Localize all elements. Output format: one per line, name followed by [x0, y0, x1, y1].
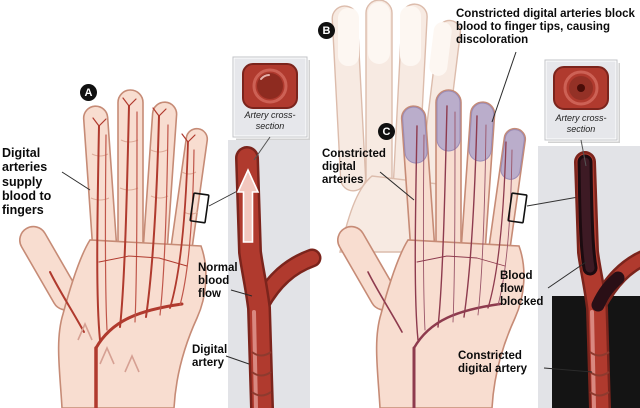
- left-inset-caption: Artery cross-section: [244, 110, 296, 132]
- label-constricted-digital-arteries: Constricted digital arteries: [322, 148, 386, 187]
- right-artery-detail: [574, 151, 640, 408]
- right-inset-cross-section: [543, 58, 620, 167]
- left-artery-detail: [235, 146, 322, 408]
- right-inset-caption: Artery cross-section: [555, 113, 607, 135]
- label-normal-blood-flow: Normal blood flow: [198, 262, 238, 301]
- left-hand-illustration: [19, 89, 248, 408]
- label-constricted-headline: Constricted digital arteries block blood…: [456, 8, 635, 47]
- right-hand-arteries: [367, 105, 513, 408]
- label-constricted-digital-artery: Constricted digital artery: [458, 350, 528, 376]
- right-hand-illustration: [337, 89, 585, 408]
- discolored-finger-tips: [402, 90, 525, 180]
- label-digital-arteries-supply: Digital arteries supply blood to fingers: [2, 146, 52, 217]
- left-inset-cross-section: [231, 55, 310, 161]
- label-blood-flow-blocked: Blood flow blocked: [500, 270, 544, 309]
- finger-creases: [90, 139, 199, 215]
- blood-flow-arrow: [236, 168, 260, 243]
- magnified-region-marker: [189, 192, 210, 224]
- blocked-junction: [591, 271, 625, 312]
- badge-a: A: [80, 84, 97, 101]
- left-hand-arteries: [49, 97, 196, 408]
- label-digital-artery: Digital artery: [192, 344, 228, 370]
- badge-b: B: [318, 22, 335, 39]
- palm-flow-arrows: [77, 322, 140, 373]
- badge-c: C: [378, 123, 395, 140]
- magnified-region-marker: [507, 192, 528, 224]
- leader-lines: [61, 51, 593, 373]
